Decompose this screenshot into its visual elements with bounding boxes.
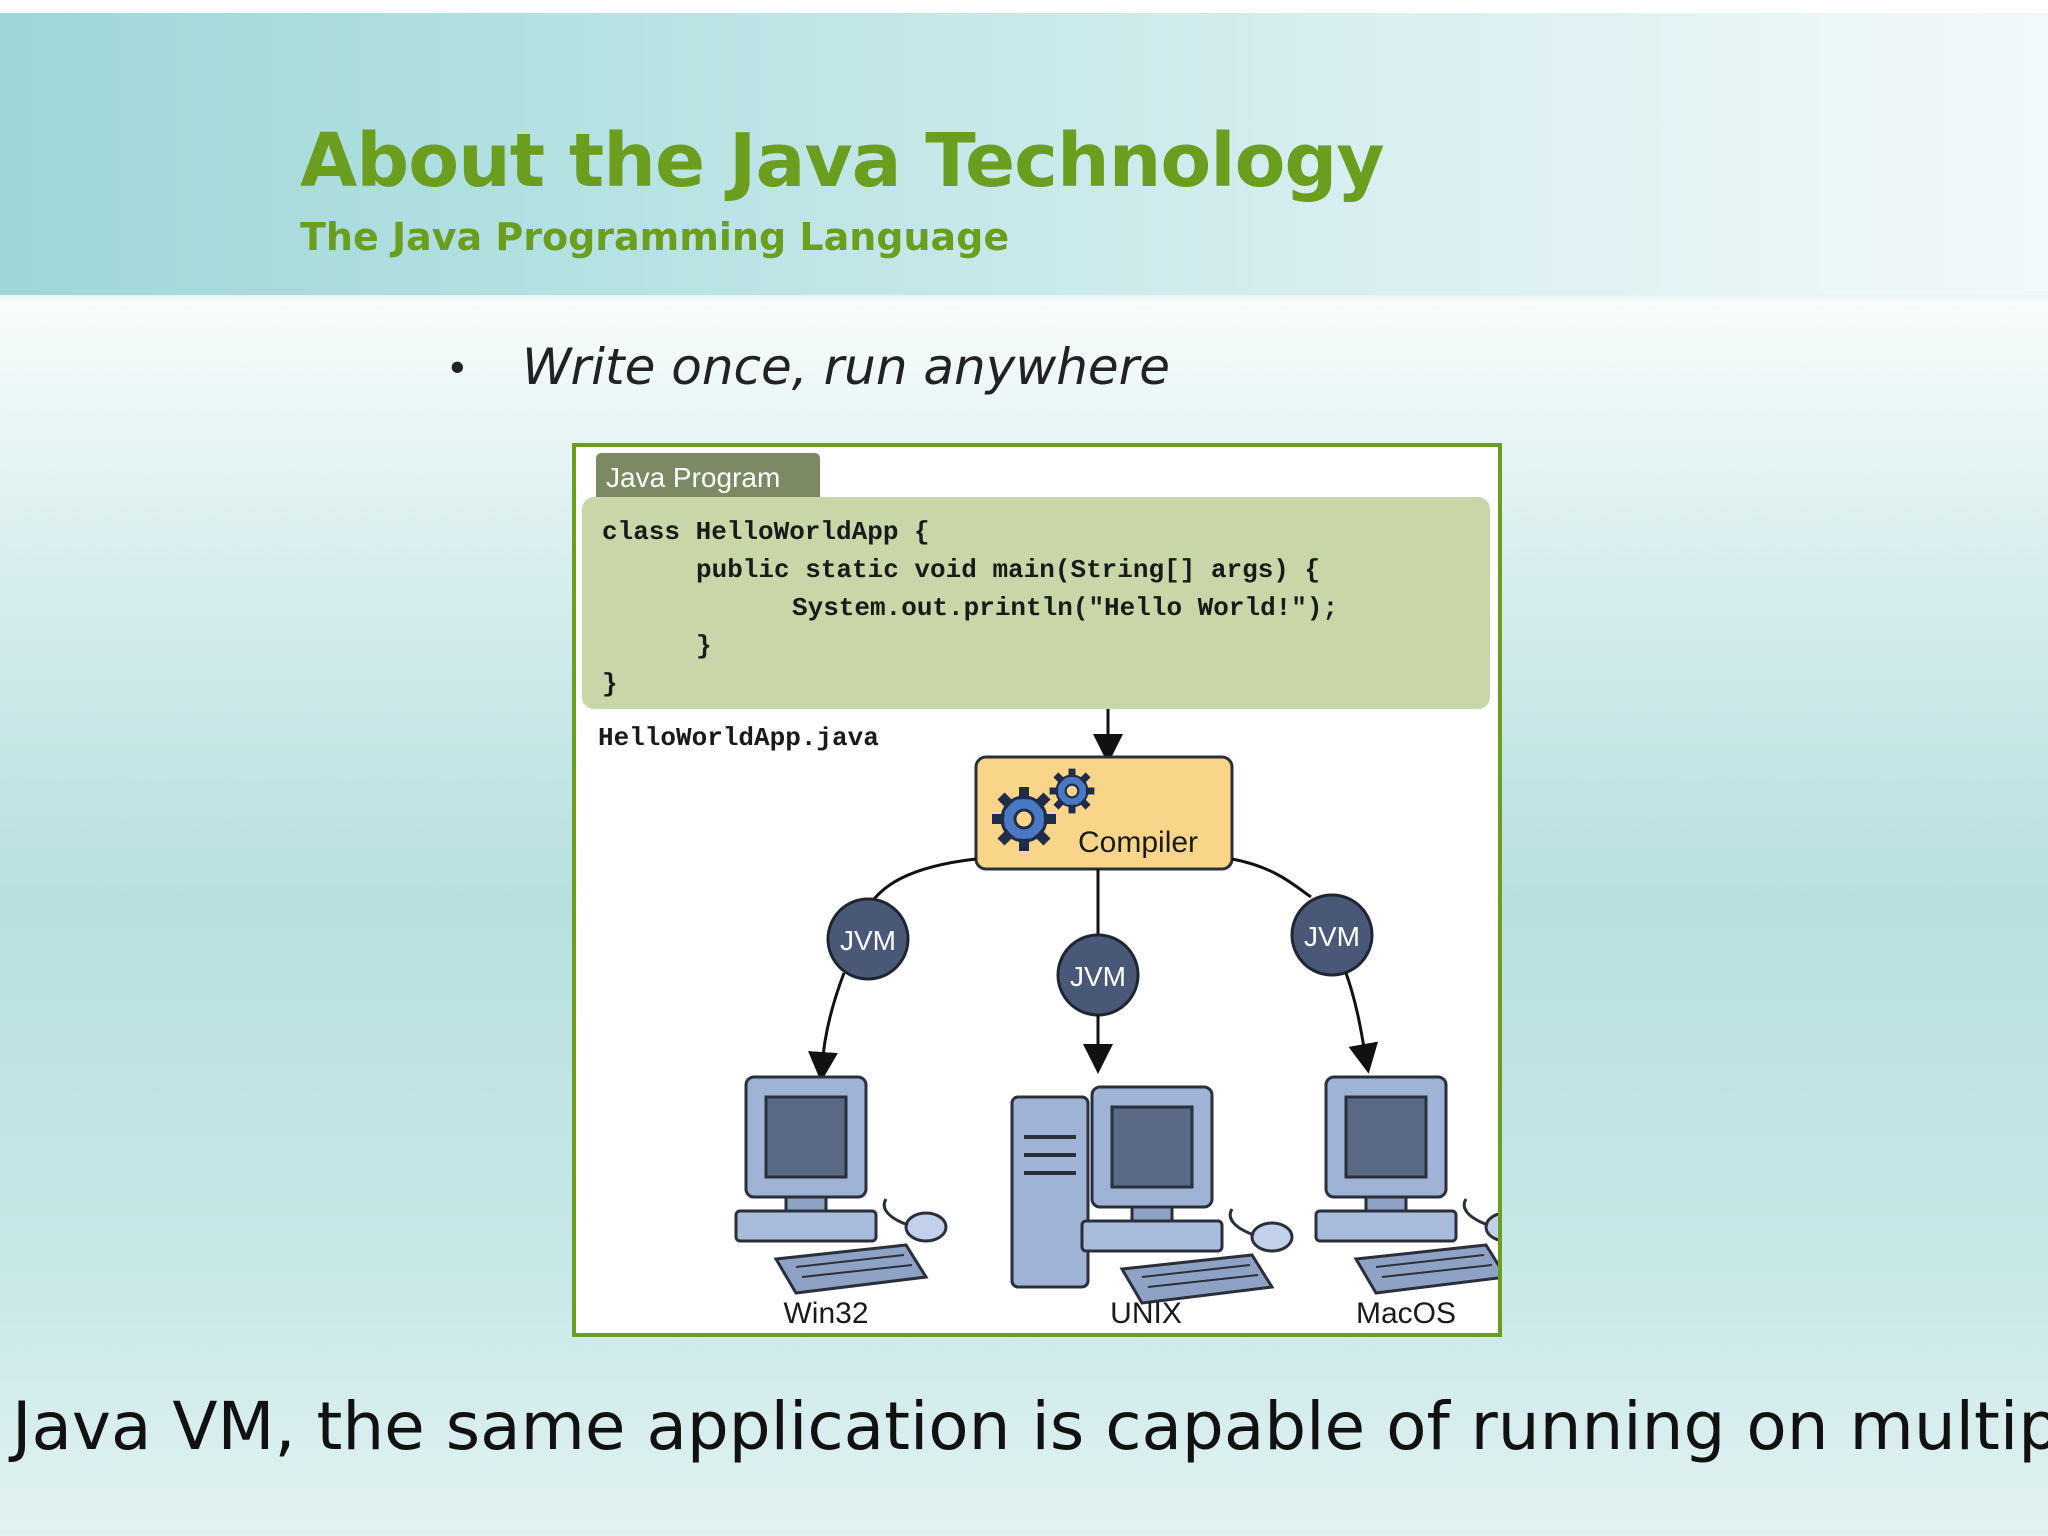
- code-line-1: class HelloWorldApp {: [602, 517, 930, 547]
- compiler-label: Compiler: [1078, 826, 1198, 859]
- platform-label-macos: MacOS: [1356, 1297, 1456, 1330]
- connector-right: [1231, 857, 1312, 899]
- jvm-circle-win32: JVM: [826, 897, 910, 981]
- header-separator: [0, 295, 2048, 305]
- arrow-to-macos: [1344, 972, 1379, 1074]
- platform-label-win32: Win32: [783, 1297, 868, 1330]
- code-line-4: }: [696, 631, 712, 661]
- code-line-5: }: [602, 669, 618, 699]
- code-line-3: System.out.println("Hello World!");: [792, 593, 1338, 623]
- header-band: [0, 13, 2048, 295]
- jvm-label-win32: JVM: [840, 925, 896, 956]
- jvm-label-unix: JVM: [1070, 961, 1126, 992]
- macos-computer-icon: [1314, 1075, 1498, 1295]
- small-gear-icon: [1050, 769, 1095, 814]
- large-gear-icon: [992, 787, 1056, 851]
- slide-title: About the Java Technology: [300, 118, 1385, 204]
- code-block: class HelloWorldApp { public static void…: [582, 497, 1490, 709]
- bullet-item: • Write once, run anywhere: [450, 338, 1170, 396]
- code-line-2: public static void main(String[] args) {: [696, 555, 1320, 585]
- arrow-to-win32: [808, 972, 846, 1082]
- source-file-name: HelloWorldApp.java: [598, 723, 879, 753]
- compiler-box: Compiler: [974, 755, 1234, 871]
- win32-computer-icon: [734, 1075, 948, 1295]
- diagram-svg: Java Program class HelloWorldApp { publi…: [582, 453, 1498, 1330]
- jvm-circle-macos: JVM: [1290, 893, 1374, 977]
- jvm-label-macos: JVM: [1304, 921, 1360, 952]
- java-program-tab: Java Program: [596, 453, 820, 497]
- connector-left: [866, 857, 977, 908]
- bullet-text: Write once, run anywhere: [522, 338, 1170, 396]
- bullet-dot-icon: •: [450, 343, 465, 390]
- slide-caption: Java VM, the same application is capable…: [12, 1388, 2048, 1465]
- jvm-circle-unix: JVM: [1056, 933, 1140, 1017]
- platform-label-unix: UNIX: [1110, 1297, 1182, 1330]
- top-strip: [0, 0, 2048, 13]
- unix-computer-icon: [1010, 1085, 1294, 1305]
- slide-subtitle: The Java Programming Language: [300, 215, 1010, 259]
- java-platform-diagram: Java Program class HelloWorldApp { publi…: [572, 443, 1502, 1337]
- java-program-tab-label: Java Program: [606, 462, 780, 493]
